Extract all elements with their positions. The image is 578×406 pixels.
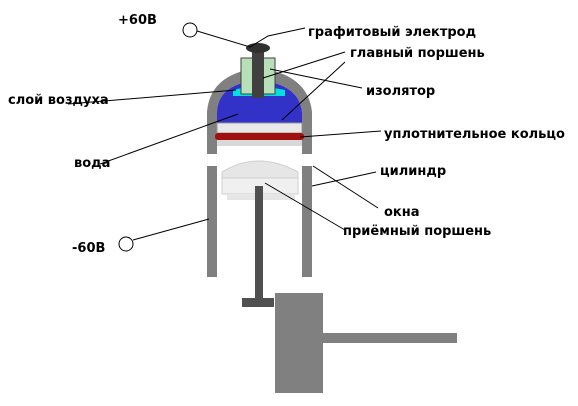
terminal-minus [118,236,134,252]
rod-nut [242,298,274,307]
label-insulator: изолятор [366,84,435,99]
lever-block [275,293,323,393]
lever-arm [323,333,457,343]
label-cylinder: цилиндр [380,164,446,179]
label-receiving-piston: приёмный поршень [343,224,491,239]
main-piston-lower [217,140,302,146]
leader-lines [67,27,382,241]
receiving-piston-dome [221,160,299,179]
label-windows: окна [384,205,420,220]
main-piston [216,122,303,134]
terminal-plus [182,22,198,38]
label-graphite-electrode: графитовый электрод [308,25,476,40]
electrode-body [252,48,264,98]
piston-rod [255,186,263,298]
label-water: вода [74,156,110,171]
label-minus-voltage: -60В [72,241,105,256]
window-left [207,154,217,166]
cylinder-body [207,68,312,277]
label-main-piston: главный поршень [350,46,485,61]
electrode-head [246,43,270,53]
label-air-layer: слой воздуха [8,93,109,108]
label-plus-voltage: +60В [118,13,157,28]
sealing-ring [215,133,304,140]
label-sealing-ring: уплотнительное кольцо [384,127,565,142]
window-right [302,154,312,166]
